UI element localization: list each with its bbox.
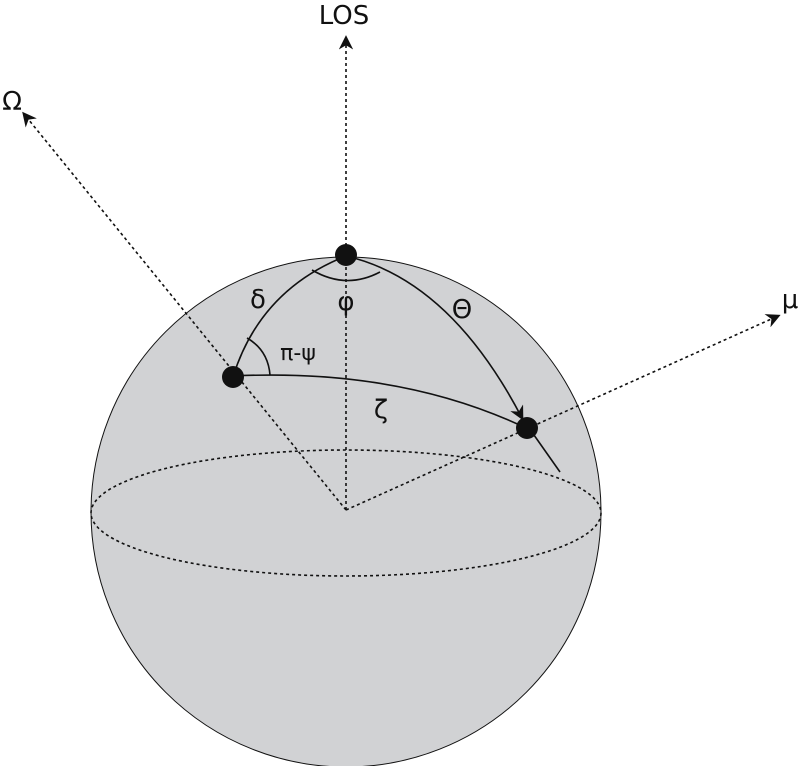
label-pi-minus-psi: π-ψ bbox=[280, 341, 316, 366]
point-omega bbox=[222, 366, 244, 388]
arc-delta bbox=[232, 255, 347, 378]
mu-axis bbox=[345, 314, 781, 511]
angle-psi-arc bbox=[246, 337, 271, 376]
angle-phi-arc bbox=[311, 269, 381, 282]
point-mu bbox=[516, 417, 538, 439]
arc-zeta bbox=[232, 374, 527, 429]
label-delta: δ bbox=[250, 285, 266, 315]
arc-theta bbox=[345, 255, 524, 421]
omega-axis bbox=[22, 111, 347, 511]
label-theta: Θ bbox=[452, 295, 472, 325]
label-mu: μ bbox=[782, 285, 799, 315]
label-omega: Ω bbox=[2, 87, 22, 117]
point-los bbox=[335, 244, 357, 266]
label-phi: φ bbox=[337, 287, 354, 317]
label-zeta: ζ bbox=[374, 395, 388, 425]
label-los: LOS bbox=[319, 1, 370, 31]
